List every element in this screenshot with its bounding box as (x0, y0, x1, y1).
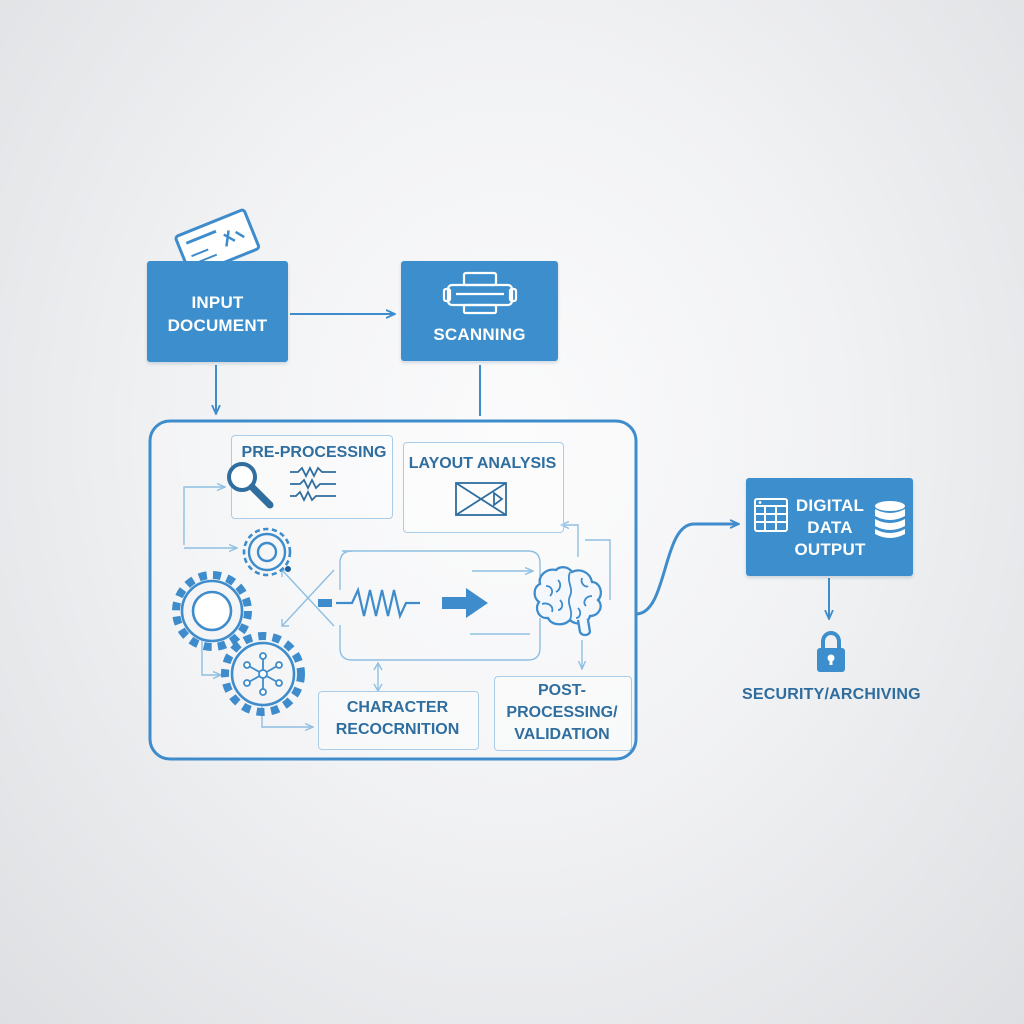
waveform-icon (286, 465, 342, 506)
document-card-icon (168, 208, 264, 277)
character-recognition-box (318, 691, 479, 750)
input-document-box (147, 261, 288, 362)
printer-icon (442, 270, 518, 316)
gear-icon (168, 567, 256, 655)
scanning-box (401, 261, 558, 361)
digital-data-output-label: DIGITAL DATA OUTPUT (794, 496, 866, 559)
input-document-label: INPUT DOCUMENT (167, 293, 268, 335)
database-icon (870, 498, 910, 542)
post-processing-box (494, 676, 632, 751)
post-processing-label: POST- PROCESSING/ VALIDATION (506, 682, 618, 743)
signal-wave-icon (314, 580, 494, 626)
scanning-label: SCANNING (433, 325, 526, 344)
layout-analysis-label: LAYOUT ANALYSIS (408, 455, 557, 472)
gear-icon (236, 521, 298, 583)
layout-analysis-box (403, 442, 564, 533)
layout-icon (454, 481, 510, 517)
character-recognition-label: CHARACTER RECOCRNITION (335, 699, 460, 738)
lock-icon (814, 630, 848, 674)
pre-processing-label: PRE-PROCESSING (241, 444, 387, 461)
network-gear-icon (218, 629, 308, 719)
security-archiving-label: SECURITY/ARCHIVING (742, 686, 921, 703)
brain-icon (530, 560, 612, 640)
magnifier-icon (222, 457, 278, 513)
arrow-process-to-output (635, 524, 738, 616)
spreadsheet-icon (752, 496, 790, 534)
